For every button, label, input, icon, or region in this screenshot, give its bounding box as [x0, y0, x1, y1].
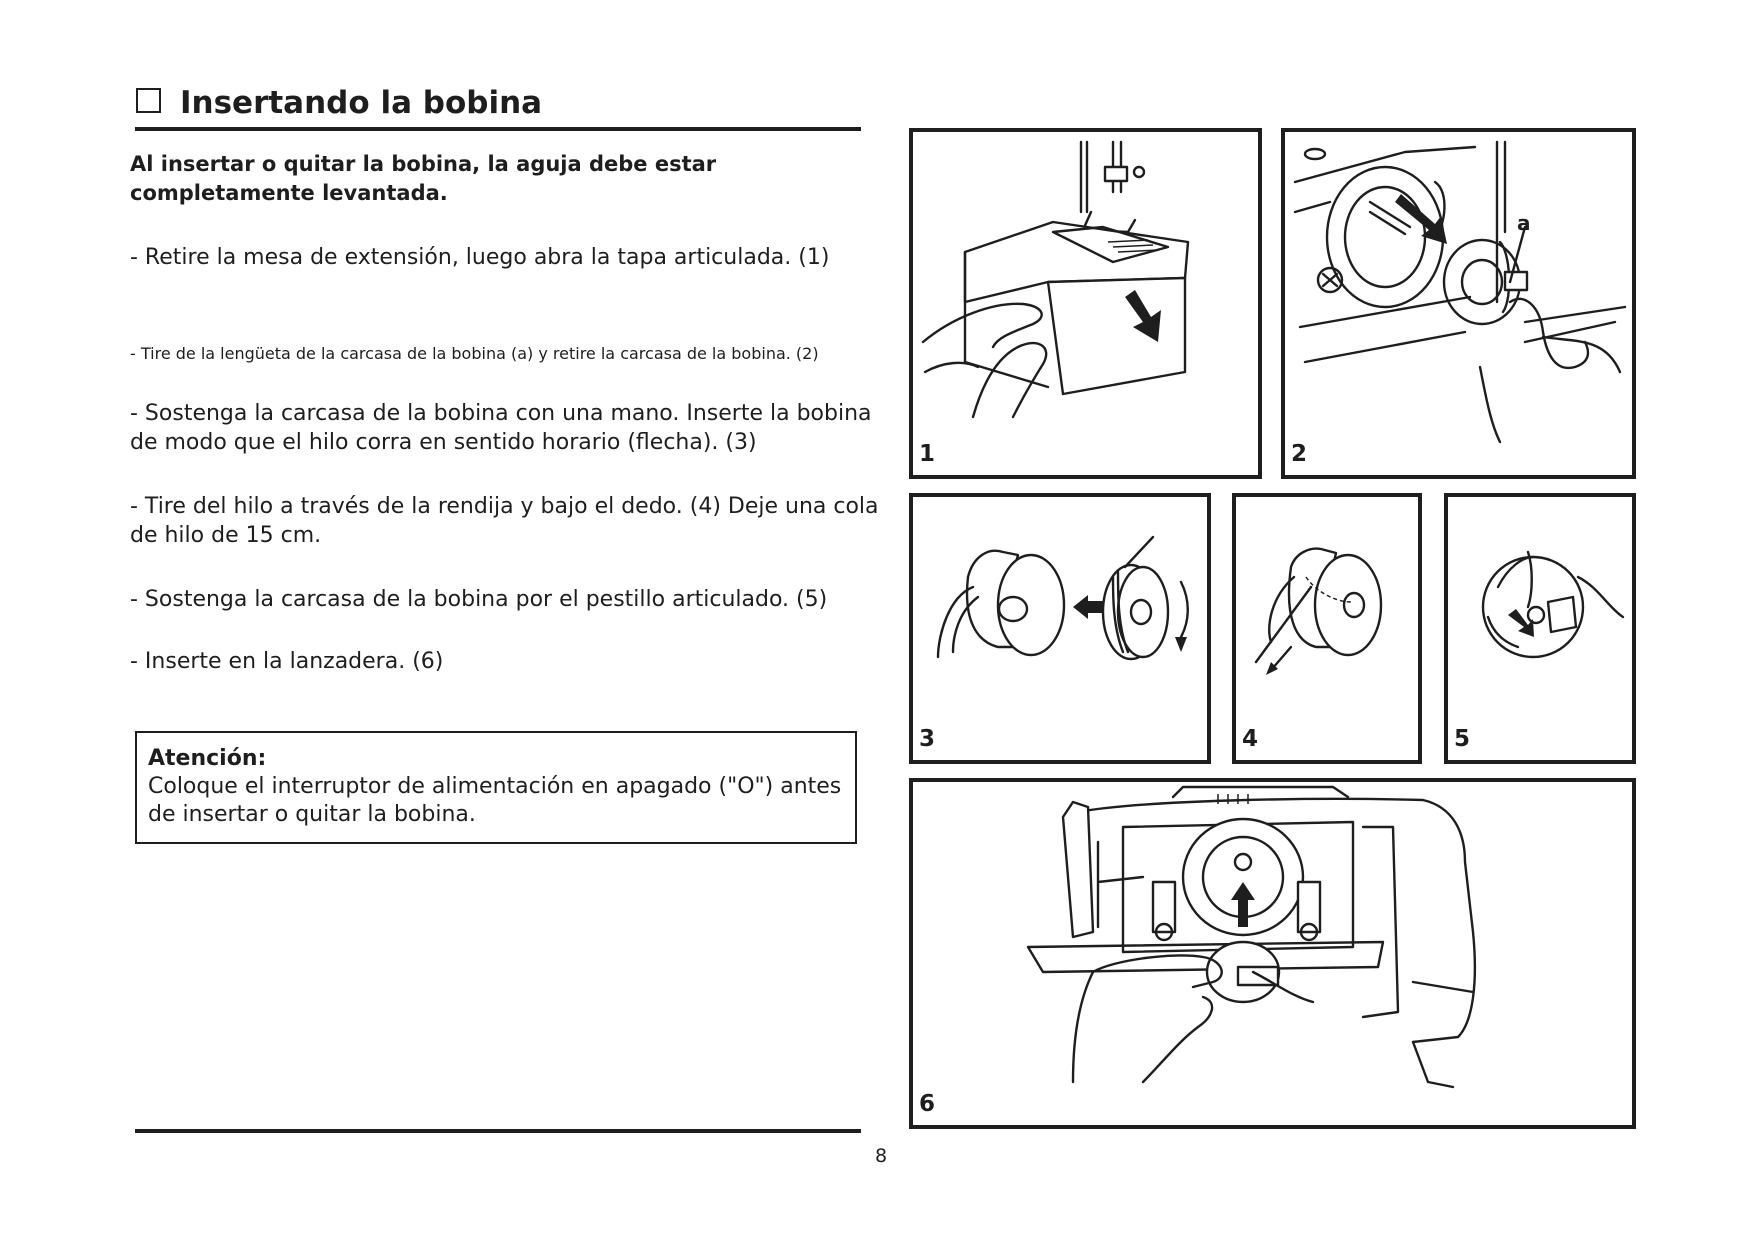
step-2: - Tire de la lengüeta de la carcasa de l…	[130, 344, 819, 363]
title-underline	[135, 127, 861, 131]
attention-text: Coloque el interruptor de alimentación e…	[148, 774, 842, 827]
figure-1-illustration	[921, 140, 1190, 419]
page-title: Insertando la bobina	[180, 85, 543, 121]
figure-5-illustration	[1481, 550, 1625, 659]
figure-2-illustration: a	[1293, 140, 1627, 444]
figure-3: 3	[909, 493, 1211, 764]
step-5: - Sostenga la carcasa de la bobina por e…	[130, 587, 828, 612]
step-1: - Retire la mesa de extensión, luego abr…	[130, 245, 830, 270]
step-3: - Sostenga la carcasa de la bobina con u…	[130, 401, 872, 455]
figure-6: 6	[909, 778, 1636, 1129]
step-4: - Tire del hilo a través de la rendija y…	[130, 494, 879, 548]
attention-box: Atención: Coloque el interruptor de alim…	[135, 731, 857, 844]
step-6: - Inserte en la lanzadera. (6)	[130, 649, 444, 674]
intro-warning: Al insertar o quitar la bobina, la aguja…	[130, 152, 717, 205]
footer-rule	[135, 1129, 861, 1133]
page-number: 8	[874, 1145, 888, 1167]
attention-title: Atención:	[148, 746, 267, 771]
figure-2-number: 2	[1291, 441, 1308, 467]
figure-4-number: 4	[1242, 726, 1259, 752]
title-checkbox-icon	[136, 88, 161, 113]
figure-6-illustration	[1026, 785, 1477, 1089]
figure-3-illustration	[936, 535, 1189, 661]
figure-2-label-a: a	[1517, 211, 1531, 235]
figure-1-number: 1	[919, 441, 936, 467]
figure-2: a 2	[1281, 128, 1636, 479]
figure-6-number: 6	[919, 1091, 936, 1117]
figure-4-illustration	[1254, 547, 1383, 675]
figure-5-number: 5	[1454, 726, 1471, 752]
figure-5: 5	[1444, 493, 1636, 764]
figure-1: 1	[909, 128, 1262, 479]
figure-3-number: 3	[919, 726, 936, 752]
figure-4: 4	[1232, 493, 1422, 764]
